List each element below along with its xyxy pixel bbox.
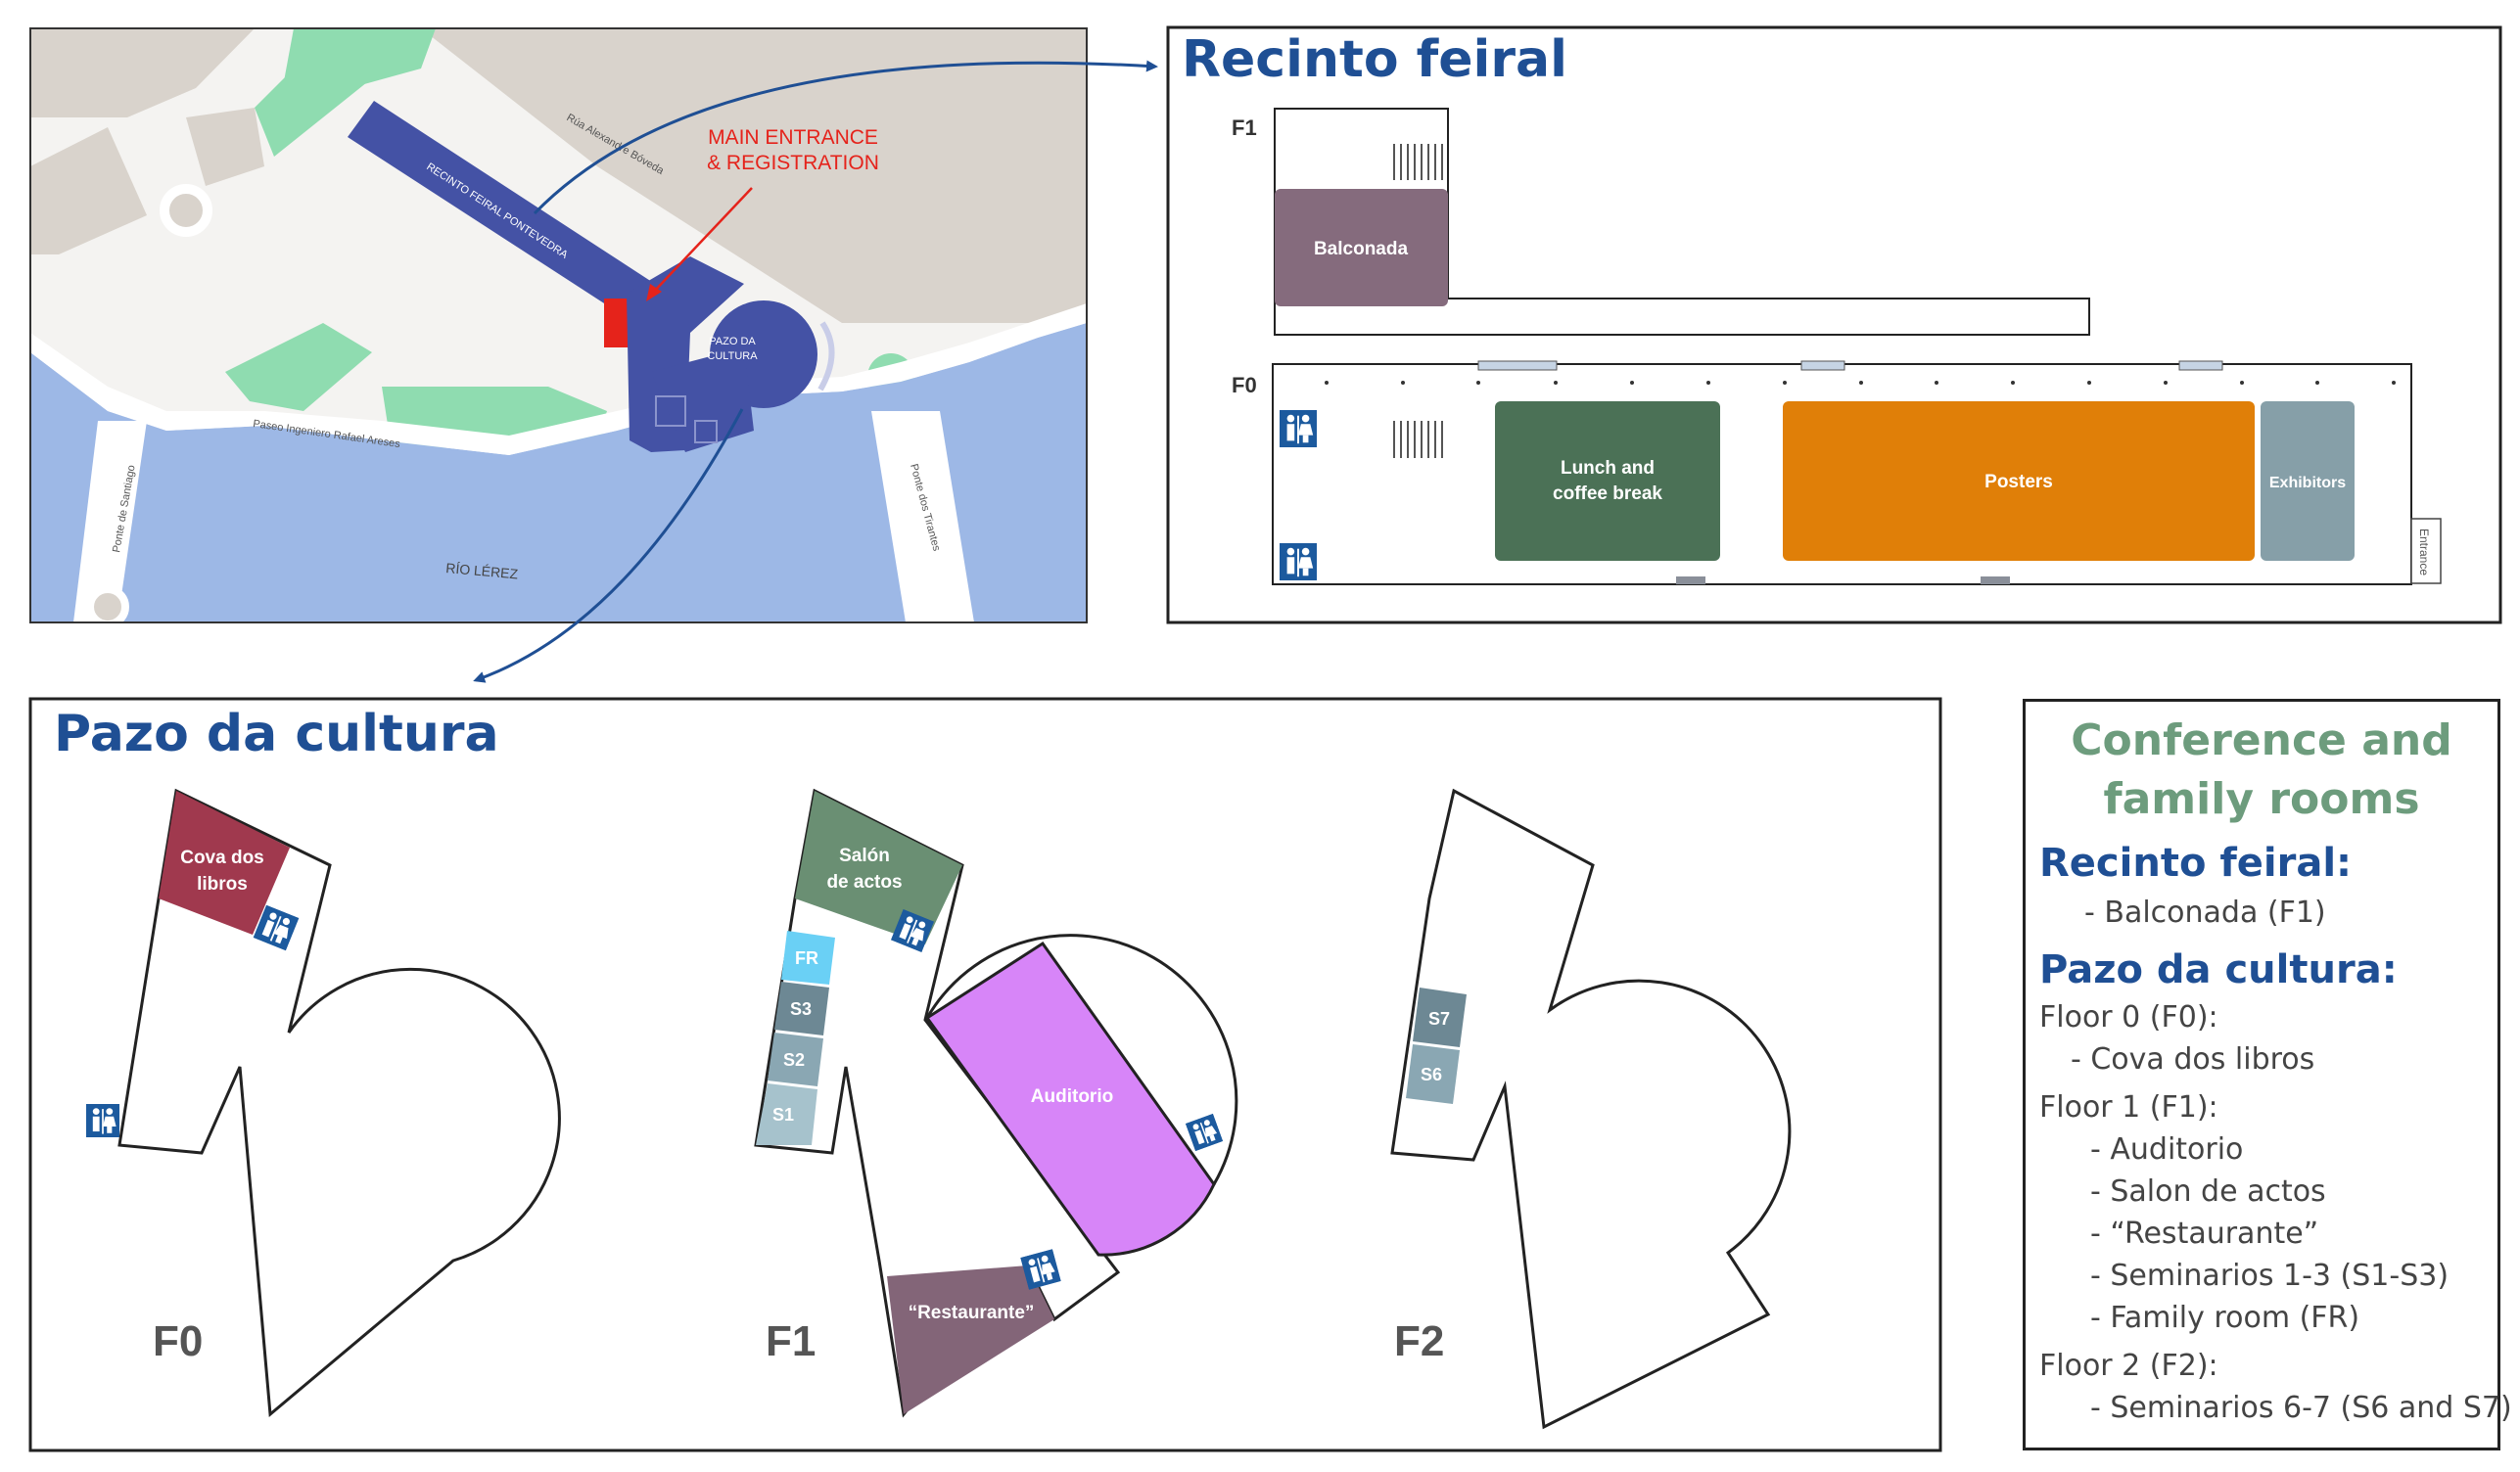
pazo-panel: Pazo da cultura Cova dos libros F0 Salón…	[28, 697, 1942, 1452]
cova-label-2: libros	[197, 874, 248, 895]
recinto-title: Recinto feiral	[1182, 30, 1567, 89]
restaurante-room	[887, 1265, 1054, 1414]
family-room	[781, 931, 835, 985]
pazo-building-label-1: PAZO DA	[709, 336, 756, 347]
pazo-f1-label: F1	[766, 1317, 816, 1365]
site-map: MAIN ENTRANCE & REGISTRATION RECINTO FEI…	[29, 27, 1088, 623]
seminar-s6-room	[1406, 1044, 1460, 1104]
salon-label-2: de actos	[826, 872, 902, 893]
legend-floor2-item: - Seminarios 6-7 (S6 and S7)	[2090, 1391, 2512, 1425]
pazo-floor0: Cova dos libros F0	[86, 788, 561, 1418]
arrow-to-recinto	[533, 60, 1158, 215]
balconada-room	[1275, 189, 1448, 306]
legend-recinto-heading: Recinto feiral:	[2039, 841, 2353, 886]
posters-label: Posters	[1984, 472, 2053, 492]
cova-label-1: Cova dos	[180, 848, 264, 868]
salon-label-1: Salón	[839, 846, 890, 866]
pazo-title: Pazo da cultura	[54, 705, 499, 763]
legend-floor1-item: - Family room (FR)	[2090, 1301, 2360, 1335]
s1-label: S1	[772, 1105, 794, 1125]
fr-label: FR	[795, 948, 818, 968]
toilets-icon	[1280, 410, 1317, 447]
legend-floor1: Floor 1 (F1):	[2039, 1090, 2218, 1125]
toilets-icon	[1280, 543, 1317, 580]
seminar-s2-room	[768, 1033, 823, 1086]
legend-floor0: Floor 0 (F0):	[2039, 1000, 2218, 1035]
pazo-f2-label: F2	[1394, 1317, 1444, 1365]
auditorio-room	[924, 941, 1216, 1257]
legend-floor0-item: - Cova dos libros	[2071, 1042, 2315, 1077]
legend-title-2: family rooms	[2103, 774, 2420, 824]
legend-floor1-item: - Seminarios 1-3 (S1-S3)	[2090, 1259, 2450, 1293]
lunch-label-1: Lunch and	[1561, 458, 1655, 479]
legend-floor2: Floor 2 (F2):	[2039, 1349, 2218, 1383]
s2-label: S2	[783, 1050, 805, 1070]
stairs-icon	[1393, 421, 1443, 458]
pazo-building-label-2: CULTURA	[707, 350, 758, 362]
stairs-icon	[1393, 144, 1443, 180]
restaurante-label: “Restaurante”	[909, 1303, 1035, 1323]
s6-label: S6	[1421, 1065, 1442, 1084]
legend-floor1-item: - “Restaurante”	[2090, 1217, 2319, 1251]
recinto-floor0-label: F0	[1232, 373, 1257, 397]
entrance-label-line1: MAIN ENTRANCE	[708, 126, 878, 149]
s7-label: S7	[1428, 1009, 1450, 1029]
lunch-area	[1495, 401, 1720, 561]
legend-floor1-item: - Salon de actos	[2090, 1174, 2326, 1209]
arrow-to-pazo	[473, 408, 744, 683]
entrance-label: Entrance	[2417, 529, 2431, 575]
posters-area	[1783, 401, 2255, 561]
river-lerez	[30, 323, 1087, 622]
seminar-s7-room	[1413, 988, 1467, 1047]
seminar-s3-room	[774, 982, 829, 1035]
legend-pazo-heading: Pazo da cultura:	[2039, 947, 2398, 992]
column-dots	[1325, 381, 2396, 385]
pazo-f0-label: F0	[153, 1317, 203, 1365]
auditorio-label: Auditorio	[1031, 1086, 1113, 1107]
river-label: RÍO LÉREZ	[445, 560, 519, 581]
entrance-box	[2410, 518, 2442, 584]
recinto-floor1-label: F1	[1232, 115, 1257, 140]
pazo-floor2: S7 S6 F2	[1390, 788, 1792, 1430]
bridge-tirantes	[871, 411, 974, 622]
legend-title-1: Conference and	[2071, 715, 2452, 765]
pazo-floor1: Salón de actos FR S3 S2 S1 Auditorio “Re…	[754, 788, 1238, 1418]
entrance-pointer-line	[651, 187, 753, 295]
lunch-label-2: coffee break	[1553, 483, 1662, 504]
legend-floor1-item: - Auditorio	[2090, 1132, 2244, 1167]
bridge-santiago	[73, 421, 147, 622]
salon-de-actos-room	[795, 791, 962, 944]
rooms-legend: Conference and family rooms Recinto feir…	[2023, 699, 2512, 1450]
entrance-label-line2: & REGISTRATION	[707, 152, 879, 174]
exhibitors-area	[2261, 401, 2355, 561]
recinto-feiral-building	[348, 101, 658, 323]
legend-recinto-item: - Balconada (F1)	[2084, 896, 2326, 930]
exhibitors-label: Exhibitors	[2269, 475, 2346, 491]
toilets-icon	[86, 1104, 119, 1137]
recinto-panel: Recinto feiral F1 F0 Balconada	[1166, 25, 2502, 624]
window-marker	[1477, 360, 1558, 371]
seminar-s1-room	[756, 1083, 817, 1145]
s3-label: S3	[790, 999, 812, 1019]
balconada-label: Balconada	[1314, 239, 1409, 259]
cova-dos-libros-room	[159, 791, 290, 935]
